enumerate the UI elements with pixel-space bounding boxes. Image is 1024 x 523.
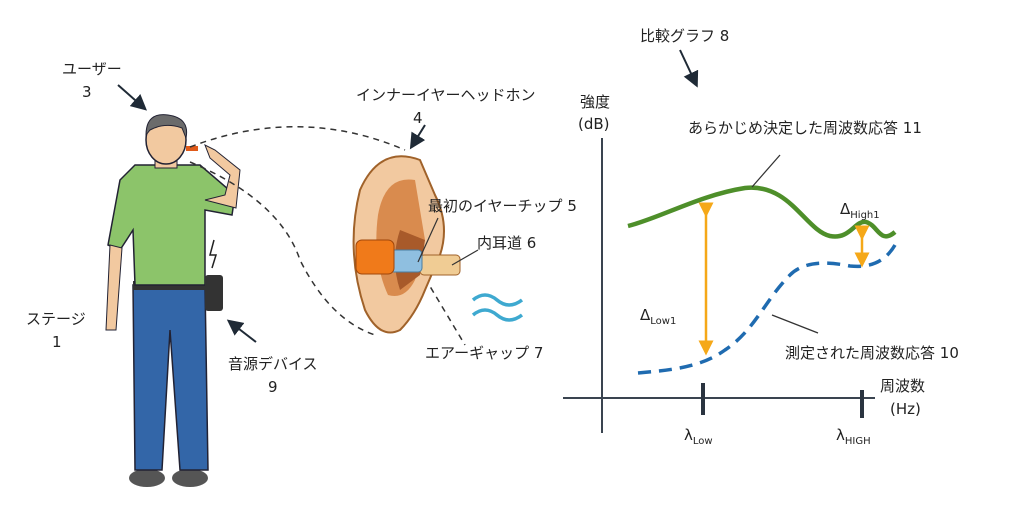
user-arrow [117, 84, 147, 111]
source-device [205, 275, 223, 311]
source-device-number: 9 [268, 378, 278, 396]
x-axis-label: 周波数 [880, 377, 925, 395]
eartip-leader [417, 217, 439, 263]
ear-canal-leader [451, 249, 479, 266]
lambda-high-label: λHIGH [836, 426, 871, 447]
measured-leader [771, 314, 819, 334]
sound-wave-icon [471, 293, 524, 322]
stage-number: 1 [52, 333, 62, 351]
source-device-label: 音源デバイス [228, 355, 318, 373]
air-gap-label: エアーギャップ 7 [425, 344, 543, 362]
predetermined-response-curve [627, 185, 897, 239]
user-figure [105, 114, 241, 487]
eartip-label: 最初のイヤーチップ 5 [428, 197, 577, 215]
connector-top [189, 126, 406, 151]
chart-arrow [679, 49, 699, 88]
headphone-arrow [409, 124, 426, 150]
air-gap-line [424, 277, 466, 346]
ear-illustration [352, 155, 461, 334]
headphone-body [355, 239, 395, 275]
x-axis-unit: (Hz) [890, 400, 921, 418]
headphone-label: インナーイヤーヘッドホン [356, 86, 536, 104]
chart-title: 比較グラフ 8 [640, 27, 729, 45]
ear-canal-label: 内耳道 6 [477, 234, 536, 252]
stage-label: ステージ [26, 310, 86, 328]
lambda-low-label: λLow [684, 426, 713, 447]
headphone-number: 4 [413, 109, 423, 127]
user-number: 3 [82, 83, 92, 101]
delta-low-label: ΔLow1 [640, 306, 676, 327]
measured-response-label: 測定された周波数応答 10 [785, 344, 959, 362]
user-label: ユーザー [62, 60, 122, 78]
eartip [389, 249, 423, 273]
y-axis-unit: (dB) [578, 115, 610, 133]
signal-icon [209, 239, 218, 269]
source-device-arrow [226, 319, 257, 343]
delta-high-label: ΔHigh1 [840, 200, 880, 221]
y-axis-label: 強度 [580, 93, 610, 111]
predetermined-response-label: あらかじめ決定した周波数応答 11 [688, 119, 922, 137]
predetermined-leader [751, 154, 781, 188]
